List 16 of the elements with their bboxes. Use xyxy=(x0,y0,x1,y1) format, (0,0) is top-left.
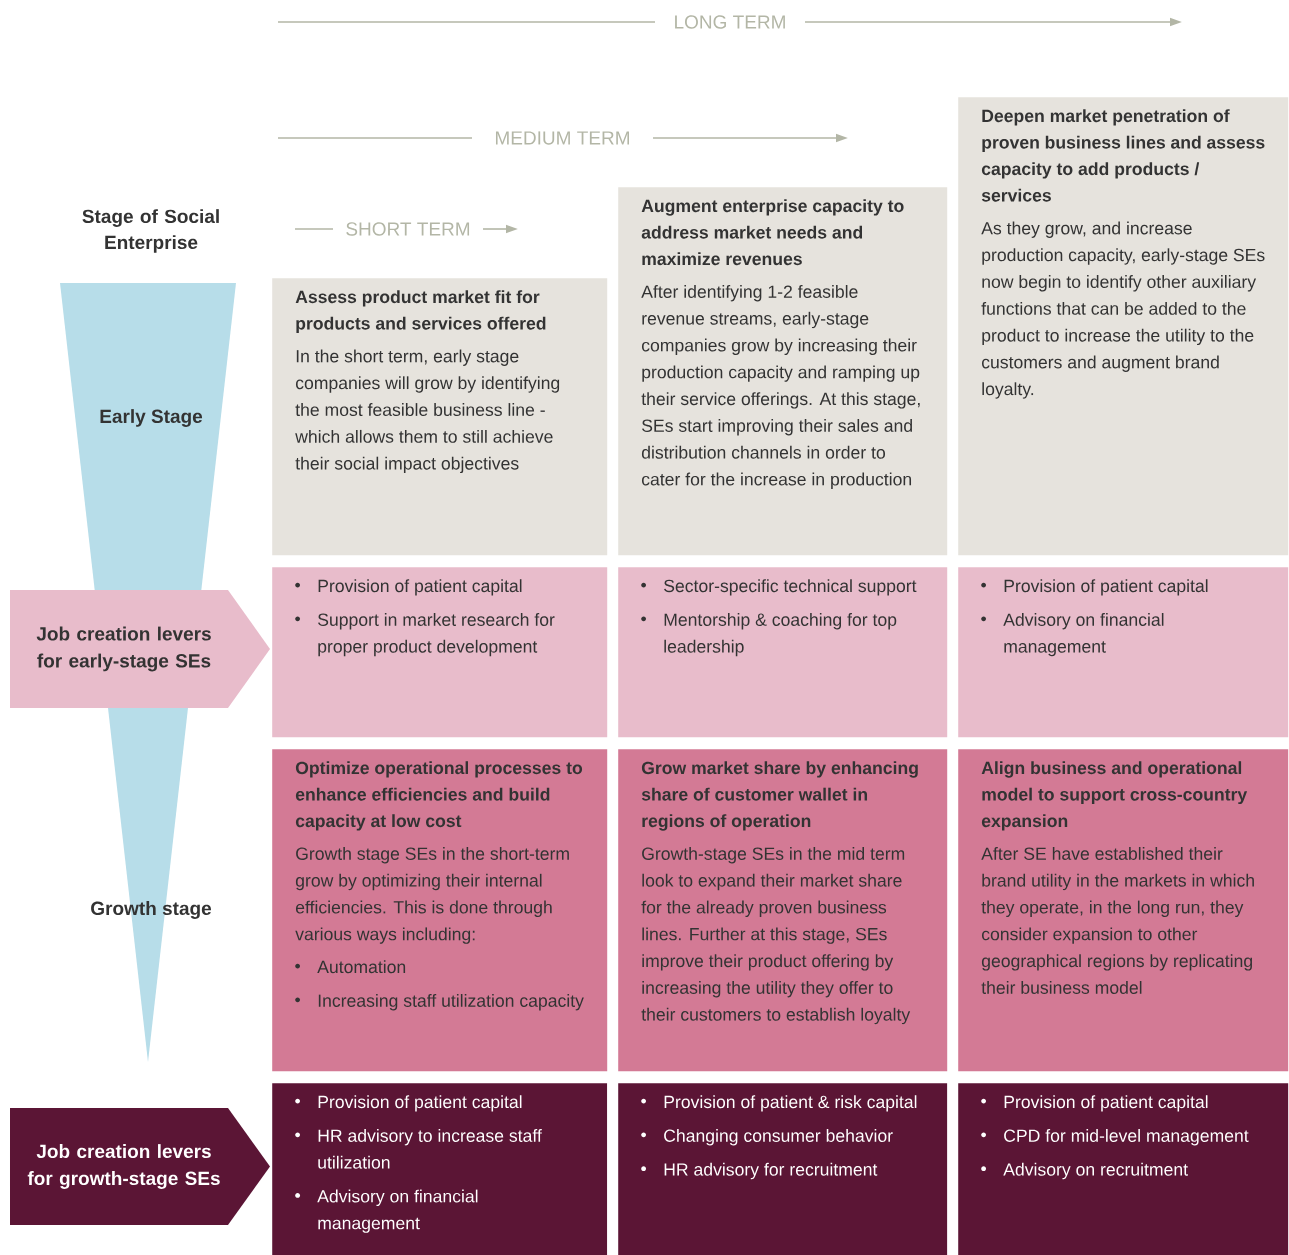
term-label: SHORT TERM xyxy=(346,222,470,236)
lever-list-box: Provision of patient capital Support in market research for proper product development xyxy=(272,567,608,738)
stage-goal-box: Grow market share by enhancing share of customer wallet in regions of operation Growth-stage SEs in the mid term look to expand their market share for the already proven business lines. Further at this stage, SEs improve their product offering by increasing the utility they offer to their customers to establish loyalty xyxy=(618,749,948,1072)
stage-goal-box: Augment enterprise capacity to address market needs and maximize revenues After identifying 1-2 feasible revenue streams, early-stage companies grow by increasing their production capacity and ramping up their service offerings. At this stage, SEs start improving their sales and distribution channels in order to cater for the increase in production xyxy=(618,187,948,556)
term-label: LONG TERM xyxy=(675,15,785,29)
stage-goal-box: Optimize operational processes to enhance efficiencies and build capacity at low cost Growth stage SEs in the short-term grow by optimizing their internal efficiencies. This is done through various ways including: Automation Increasing staff utilization capacity xyxy=(272,749,608,1072)
term-label: MEDIUM TERM xyxy=(496,131,629,145)
column-heading: Stage of Social Enterprise xyxy=(82,209,219,253)
lever-list-box: Provision of patient & risk capital Changing consumer behavior HR advisory for recruitment xyxy=(618,1083,948,1255)
lever-list-box: Sector-specific technical support Mentorship & coaching for top leadership xyxy=(618,567,948,738)
lever-list-box: Provision of patient capital HR advisory to increase staff utilization Advisory on financial management xyxy=(272,1083,608,1255)
stage-goal-box: Deepen market penetration of proven business lines and assess capacity to add products / services As they grow, and increase production capacity, early-stage SEs now begin to identify other auxiliary functions that can be added to the product to increase the utility to the customers and augment brand loyalty. xyxy=(958,97,1289,556)
lever-list-box: Provision of patient capital Advisory on financial management xyxy=(958,567,1289,738)
stage-goal-box: Assess product market fit for products and services offered In the short term, early stage companies will grow by identifying the most feasible business line - which allows them to still achieve their social impact objectives xyxy=(272,278,608,556)
lever-list-box: Provision of patient capital CPD for mid-level management Advisory on recruitment xyxy=(958,1083,1289,1255)
stage-goal-box: Align business and operational model to support cross-country expansion After SE have established their brand utility in the markets in which they operate, in the long run, they consider expansion to other geographical regions by replicating their business model xyxy=(958,749,1289,1072)
